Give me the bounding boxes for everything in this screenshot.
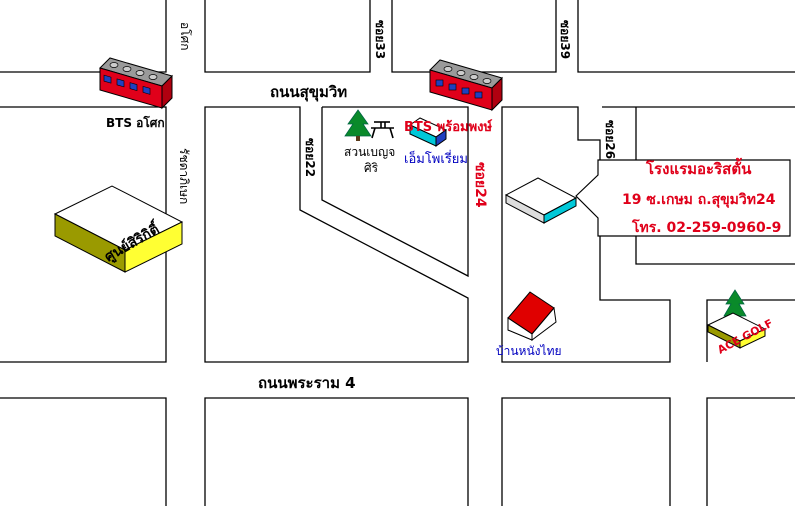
block-top-right bbox=[577, 0, 795, 73]
place-label-benjasiri-park-line1: สวนเบญจ bbox=[344, 145, 395, 159]
place-label-bts-asok: BTS อโศก bbox=[106, 115, 165, 130]
hotel-address: 19 ซ.เกษม ถ.สุขุมวิท24 bbox=[622, 192, 776, 208]
place-label-ban-nang-thai: บ้านหนังไทย bbox=[496, 344, 562, 358]
block-bottom-4 bbox=[706, 397, 795, 506]
block-top-asok-33 bbox=[204, 0, 371, 73]
hotel-name: โรงแรมอะริสตั้น bbox=[645, 157, 752, 178]
park-tree-icon bbox=[344, 109, 372, 141]
hotel-callout-arrow-icon bbox=[575, 159, 791, 237]
sirikit-center-building-icon bbox=[53, 185, 184, 273]
block-asok-soi22 bbox=[204, 106, 469, 363]
block-top-left bbox=[0, 0, 167, 73]
block-soi-kasem-right bbox=[635, 107, 795, 265]
block-bottom-left bbox=[0, 397, 167, 506]
bts-asok-train-icon bbox=[99, 57, 173, 110]
block-bottom-3 bbox=[501, 397, 671, 506]
hotel-phone: โทร. 02-259-0960-9 bbox=[631, 218, 781, 236]
bts-phrom-phong-train-icon bbox=[429, 59, 503, 112]
road-label-soi39: ซอย39 bbox=[558, 20, 572, 59]
block-soi24-26 bbox=[501, 106, 671, 363]
block-bottom-2 bbox=[204, 397, 469, 506]
road-label-soi26: ซอย26 bbox=[603, 120, 617, 159]
block-ace-golf bbox=[706, 299, 795, 362]
hotel-building-icon bbox=[504, 177, 578, 224]
park-bench-icon bbox=[371, 121, 394, 139]
place-label-emporium: เอ็มโพเรี่ยม bbox=[404, 149, 468, 167]
place-label-benjasiri-park-line2: ศิริ bbox=[364, 161, 379, 175]
ban-nang-thai-house-icon bbox=[507, 291, 557, 341]
block-soi22-24 bbox=[321, 106, 469, 278]
place-label-bts-phrom-phong: BTS พร้อมพงษ์ bbox=[404, 119, 493, 135]
road-label-ratchadaphisek: รัชดาภิเษก bbox=[177, 148, 191, 204]
emporium-building-icon bbox=[409, 117, 447, 147]
road-label-soi24: ซอย24 bbox=[472, 162, 488, 208]
road-label-sukhumvit: ถนนสุขุมวิท bbox=[270, 83, 347, 102]
road-label-soi33: ซอย33 bbox=[373, 20, 387, 59]
road-label-asok: อโศก bbox=[178, 22, 192, 51]
road-label-rama4: ถนนพระราม 4 bbox=[258, 374, 356, 392]
ace-golf-building-icon bbox=[706, 312, 767, 349]
road-label-soi22: ซอย22 bbox=[303, 138, 317, 177]
